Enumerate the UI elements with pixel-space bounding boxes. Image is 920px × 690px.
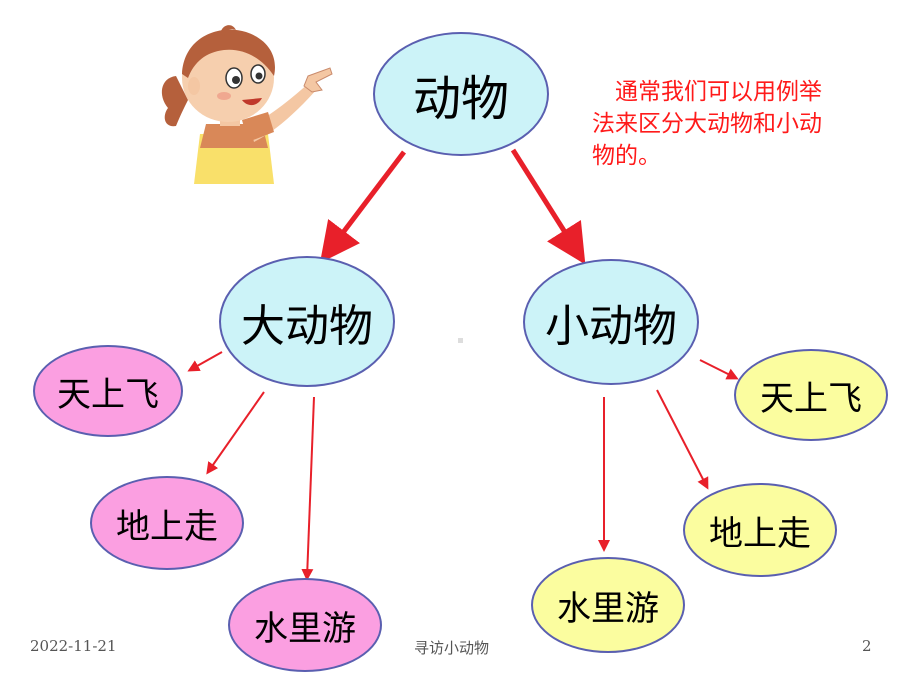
arrow-small-to-fly xyxy=(699,359,739,380)
footer-date: 2022-11-21 xyxy=(30,637,117,655)
leaf-big-swim: 水里游 xyxy=(228,578,382,672)
branch-label-small-animals: 小动物 xyxy=(545,301,677,352)
leaf-label: 天上飞 xyxy=(57,374,159,415)
leaf-big-fly: 天上飞 xyxy=(33,345,183,437)
arrow-big-to-swim xyxy=(301,396,315,581)
leaf-small-walk: 地上走 xyxy=(683,483,837,577)
leaf-label: 天上飞 xyxy=(760,378,862,419)
leaf-big-walk: 地上走 xyxy=(90,476,244,570)
leaf-small-fly: 天上飞 xyxy=(734,349,888,441)
explanation-note: 通常我们可以用例举法来区分大动物和小动物的。 xyxy=(592,79,822,169)
footer-page-number: 2 xyxy=(862,637,872,655)
branch-label-big-animals: 大动物 xyxy=(241,300,373,352)
leaf-label: 水里游 xyxy=(557,588,659,629)
leaf-label: 地上走 xyxy=(116,506,218,547)
leaf-label: 地上走 xyxy=(709,513,811,554)
arrow-big-to-walk xyxy=(206,391,265,475)
root-node-animal: 动物 xyxy=(373,32,549,156)
arrow-small-to-walk xyxy=(656,389,709,490)
leaf-label: 水里游 xyxy=(254,608,356,649)
placeholder-dot xyxy=(458,338,463,343)
branch-node-small-animals: 小动物 xyxy=(523,259,699,385)
branch-node-big-animals: 大动物 xyxy=(219,256,395,387)
footer-title: 寻访小动物 xyxy=(414,639,490,657)
arrow-big-to-fly xyxy=(187,351,223,372)
root-node-label: 动物 xyxy=(412,71,509,127)
leaf-small-swim: 水里游 xyxy=(531,557,685,653)
arrow-root-to-small xyxy=(510,148,586,265)
arrow-root-to-big xyxy=(319,150,406,263)
girl-pointing-illustration xyxy=(161,25,333,184)
